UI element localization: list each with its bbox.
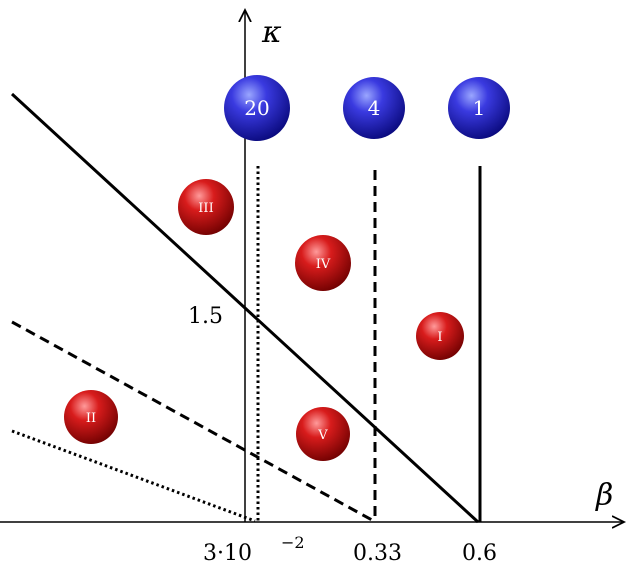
red-marker-III: III [178,179,234,235]
x-axis-label: β [595,478,613,513]
blue-marker-20: 20 [224,75,290,141]
svg-text:4: 4 [368,96,381,120]
x-tick-0-6: 0.6 [462,541,497,566]
x-tick-0-33: 0.33 [353,541,402,566]
svg-text:V: V [317,428,328,443]
svg-text:II: II [86,411,96,426]
blue-marker-4: 4 [343,77,405,139]
blue-marker-1: 1 [448,77,510,139]
svg-text:1: 1 [473,96,486,120]
red-marker-V: V [296,407,350,461]
dashed-diagonal-line [11,320,373,522]
red-marker-IV: IV [295,235,351,291]
svg-text:I: I [437,330,442,345]
svg-text:20: 20 [244,96,269,120]
solid-diagonal-line [10,92,480,524]
red-marker-II: II [64,390,118,444]
y-axis-label: κ [261,15,282,50]
x-tick-3e-2-exponent: −2 [281,533,305,552]
y-tick-1-5: 1.5 [188,304,223,329]
x-tick-3e-2-base: 3·10 [203,541,252,566]
red-marker-I: I [416,312,464,360]
svg-text:IV: IV [316,257,331,272]
svg-text:III: III [198,201,213,216]
dotted-diagonal-line [11,429,256,523]
